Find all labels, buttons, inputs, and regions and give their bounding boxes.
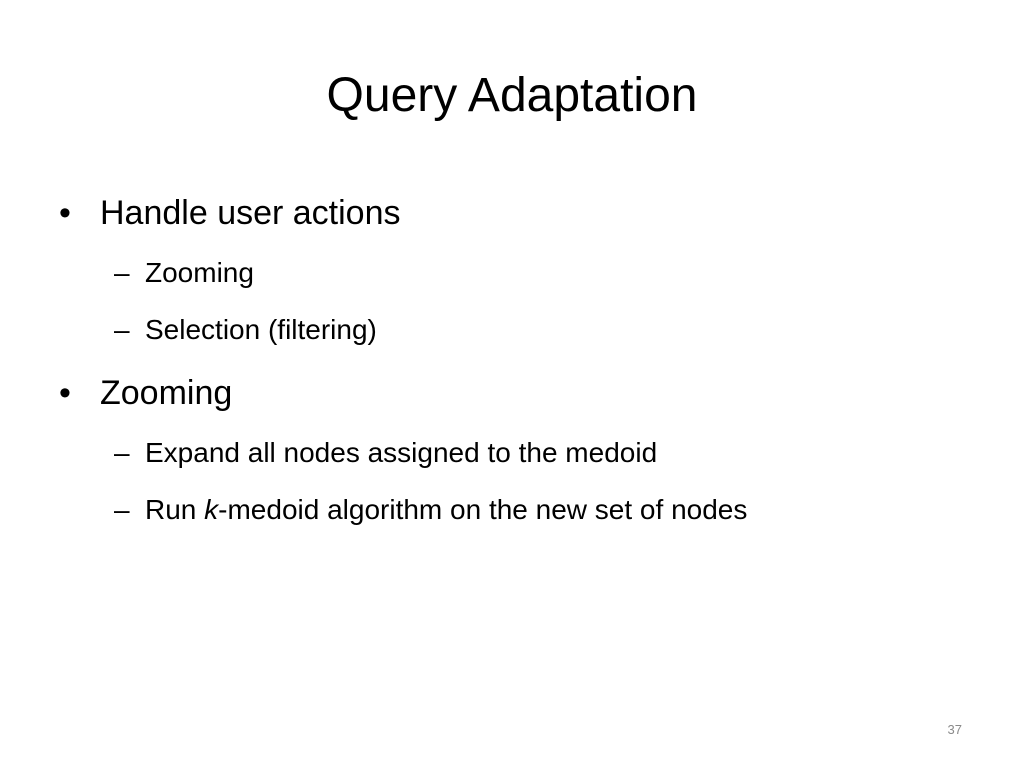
sub-bullet-item-selection: – Selection (filtering) <box>114 313 377 347</box>
page-number: 37 <box>947 722 962 737</box>
bullet-icon: • <box>59 374 71 412</box>
sub-bullet-text: Selection (filtering) <box>145 314 377 345</box>
sub-bullet-item-expand: – Expand all nodes assigned to the medoi… <box>114 436 658 470</box>
sub-bullet-text-before: Run <box>145 494 205 525</box>
sub-bullet-text-italic: k <box>204 494 219 525</box>
bullet-item-zooming: • Zooming <box>59 373 233 413</box>
bullet-text: Handle user actions <box>100 194 401 232</box>
bullet-item-handle-user-actions: • Handle user actions <box>59 193 401 233</box>
bullet-icon: • <box>59 194 71 232</box>
dash-icon: – <box>114 437 130 468</box>
dash-icon: – <box>114 494 130 525</box>
bullet-text: Zooming <box>100 374 233 412</box>
slide-title: Query Adaptation <box>326 69 698 122</box>
dash-icon: – <box>114 257 130 288</box>
dash-icon: – <box>114 314 130 345</box>
sub-bullet-item-zooming: – Zooming <box>114 256 254 290</box>
sub-bullet-text: Zooming <box>145 257 254 288</box>
sub-bullet-item-run-k-medoid: – Run k-medoid algorithm on the new set … <box>114 493 748 527</box>
sub-bullet-text-after: -medoid algorithm on the new set of node… <box>218 494 748 525</box>
sub-bullet-text: Expand all nodes assigned to the medoid <box>145 437 658 468</box>
